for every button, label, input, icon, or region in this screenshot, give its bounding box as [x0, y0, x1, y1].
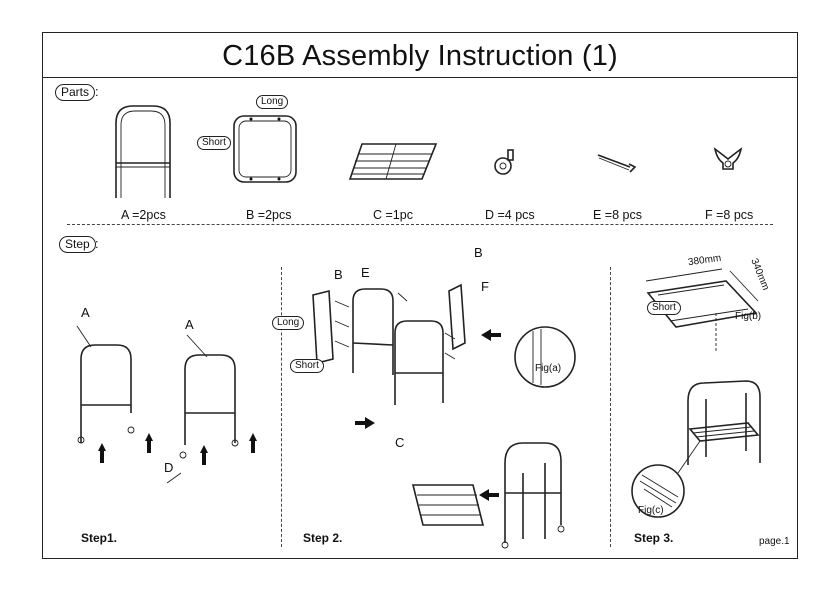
step1-drawing	[76, 325, 257, 484]
step1-label: Step1.	[81, 531, 118, 545]
step-divider-2	[610, 267, 611, 547]
part-e-drawing	[597, 154, 637, 173]
part-c-drawing	[348, 143, 438, 180]
part-b-long-callout: Long	[256, 95, 289, 109]
step-divider-1	[281, 267, 282, 547]
step1-letter-a1: A	[81, 305, 90, 320]
part-d-label: D =4 pcs	[485, 208, 535, 222]
part-b-drawing	[233, 115, 297, 183]
step-heading: Step	[59, 236, 96, 253]
step2-drawing	[312, 283, 576, 549]
step-colon: :	[95, 236, 99, 251]
part-f-drawing	[713, 147, 743, 170]
step2-letter-c: C	[395, 435, 405, 450]
part-b-label: B =2pcs	[246, 208, 292, 222]
step1-letter-d: D	[164, 460, 174, 475]
step2-letter-b1: B	[334, 267, 343, 282]
step2-short-callout: Short	[290, 359, 324, 373]
step3-short-callout: Short	[647, 301, 681, 315]
step1-letter-a2: A	[185, 317, 194, 332]
step3-fig-c: Fig(c)	[638, 505, 664, 516]
part-d-drawing	[494, 149, 514, 175]
step2-long-callout: Long	[272, 316, 305, 330]
part-b-short-callout: Short	[197, 136, 231, 150]
instruction-sheet: C16B Assembly Instruction (1) Parts : A …	[42, 32, 798, 559]
part-a-label: A =2pcs	[121, 208, 166, 222]
part-a-drawing	[115, 105, 171, 198]
parts-heading: Parts	[55, 84, 96, 101]
part-e-label: E =8 pcs	[593, 208, 642, 222]
step3-drawing	[631, 268, 761, 518]
page-title: C16B Assembly Instruction (1)	[43, 33, 797, 78]
step2-label: Step 2.	[303, 531, 343, 545]
part-f-label: F =8 pcs	[705, 208, 754, 222]
step2-letter-b2: B	[474, 245, 483, 260]
part-c-label: C =1pc	[373, 208, 413, 222]
step2-letter-e: E	[361, 265, 370, 280]
step3-label: Step 3.	[634, 531, 674, 545]
step2-letter-f: F	[481, 279, 489, 294]
page-number: page.1	[759, 536, 790, 547]
step3-fig-b: Fig(b)	[735, 311, 762, 322]
section-divider	[67, 224, 773, 225]
step2-fig-a: Fig(a)	[535, 363, 562, 374]
parts-colon: :	[95, 84, 99, 99]
